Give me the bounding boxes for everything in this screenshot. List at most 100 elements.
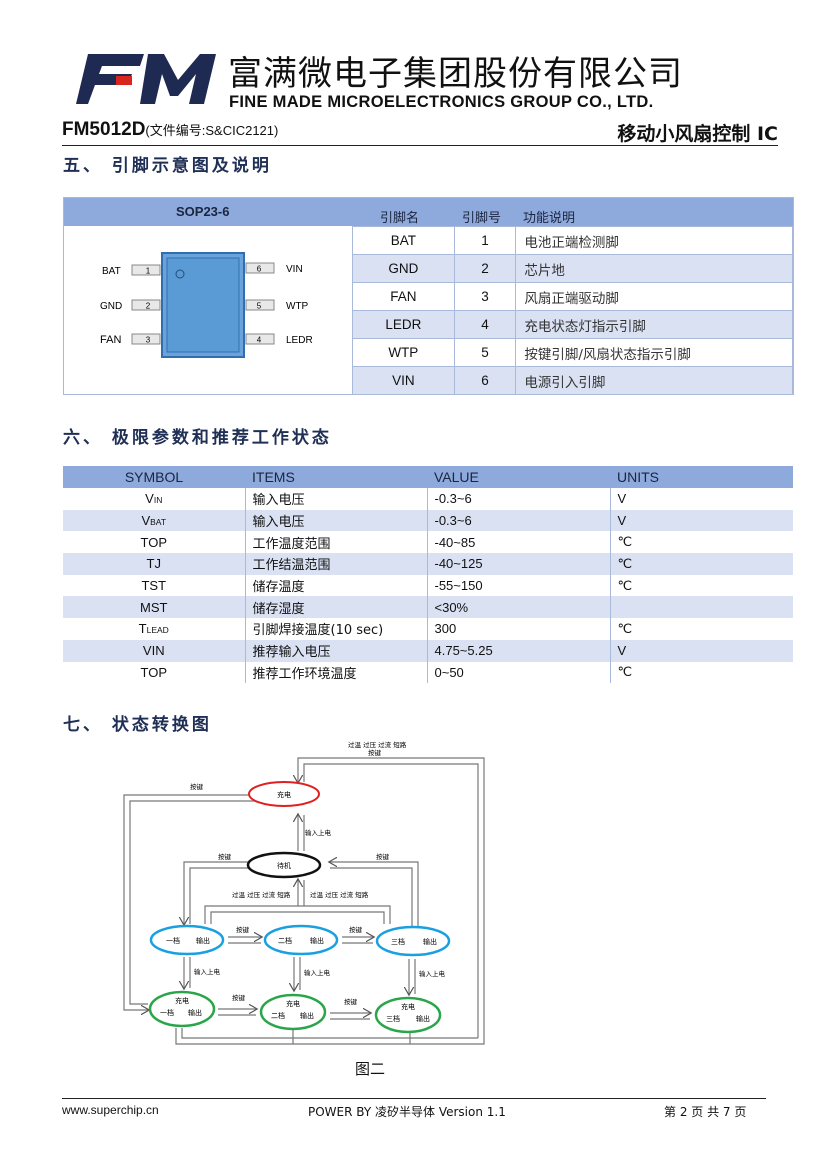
item-cell: 工作温度范围: [244, 531, 427, 554]
pin-number: 4: [453, 310, 517, 339]
col-head-units: UNITS: [610, 466, 793, 488]
gear1-input-label: 输入上电: [194, 967, 221, 976]
value-cell: 4.75~5.25: [426, 639, 610, 662]
gear3-label: 三档: [391, 937, 405, 946]
right-pin-6-label: VIN: [286, 264, 303, 275]
gear1-label: 一档: [166, 936, 180, 945]
symbol-cell: VIN: [63, 639, 245, 662]
document-number: (文件编号:S&CIC2121): [145, 123, 279, 138]
col-head-symbol: SYMBOL: [63, 466, 245, 488]
model-number: FM5012D: [62, 119, 146, 140]
item-cell: 工作结温范围: [244, 553, 427, 575]
item-cell: 引脚焊接温度(10 sec): [244, 618, 427, 640]
left-pin-3: 3 FAN: [100, 333, 161, 346]
unit-cell: V: [609, 509, 793, 532]
pin-number: 6: [453, 366, 517, 395]
logo-accent: [116, 76, 132, 85]
gear2-key-label: 按键: [349, 925, 363, 934]
table-row: VIN 输入电压 -0.3~6 V: [63, 488, 793, 510]
state-section-title: 七、 状态转换图: [63, 715, 212, 735]
symbol: VIN: [142, 643, 165, 659]
standby-key-label-right: 按键: [376, 852, 390, 861]
gear3-output-label: 输出: [423, 937, 437, 946]
charge-gear2-label: 二档: [271, 1011, 285, 1020]
footer-page-number: 第 2 页 共 7 页: [664, 1105, 747, 1119]
outer-protect-line: [298, 757, 485, 1038]
col-head-pin-number: 引脚号: [462, 211, 502, 226]
left-pin-2: 2 GND: [100, 299, 161, 312]
pin-number: 3: [453, 282, 517, 311]
pin-name: FAN: [352, 282, 455, 311]
logo-m-shape: [140, 54, 216, 104]
value-cell: -0.3~6: [426, 488, 610, 510]
pin-name: BAT: [352, 226, 455, 255]
limits-table: SYMBOL ITEMS VALUE UNITS VIN 输入电压 -0.3~6…: [63, 466, 793, 684]
company-logo: [76, 54, 216, 104]
charge-state-label: 充电: [277, 790, 291, 799]
mid-protect-bus: [204, 905, 391, 924]
charge-gear1-node: [148, 990, 216, 1028]
charge-gear3-output-label: 输出: [416, 1014, 430, 1023]
item-cell: 输入电压: [244, 509, 427, 532]
symbol: T: [138, 621, 147, 637]
pin-number: 1: [453, 226, 517, 255]
pin-table-header-bar: SOP23-6 引脚名 引脚号 功能说明: [64, 198, 793, 226]
item-cell: 推荐工作环境温度: [244, 661, 427, 684]
col-head-function: 功能说明: [523, 211, 576, 226]
pin-function: 按键引脚/风扇状态指示引脚: [515, 338, 793, 367]
document-model: FM5012D(文件编号:S&CIC2121): [62, 119, 278, 141]
logo-f-shape: [76, 54, 144, 104]
col-head-items: ITEMS: [245, 466, 427, 488]
unit-cell: [609, 596, 793, 619]
sop23-6-chip-diagram: 1 BAT 2 GND 3 FAN 6 VIN 5 WTP 4 LEDR: [100, 252, 313, 358]
symbol-cell: TJ: [63, 553, 245, 575]
document-title: 移动小风扇控制 IC: [617, 123, 778, 145]
symbol: V: [145, 491, 154, 507]
value-cell: -0.3~6: [426, 509, 610, 532]
symbol: TJ: [146, 556, 161, 572]
value-cell: <30%: [426, 596, 610, 619]
symbol-cell: TST: [63, 575, 245, 597]
charge-gear2-key-label: 按键: [344, 997, 358, 1006]
pin-description-box: SOP23-6 引脚名 引脚号 功能说明 1 BAT 2 GND 3 FAN 6: [63, 197, 794, 395]
charge-gear1-output-label: 输出: [188, 1008, 202, 1017]
standby-state-node: [246, 851, 322, 879]
value-cell: -40~85: [426, 531, 610, 554]
right-pin-6-num: 6: [257, 265, 262, 274]
symbol: TST: [141, 578, 167, 594]
chip-inner: [166, 257, 240, 353]
unit-cell: V: [609, 488, 793, 510]
symbol-cell: VIN: [63, 488, 245, 510]
left-key-line: [123, 794, 272, 1010]
left-pin-3-num: 3: [146, 336, 151, 345]
value-cell: -55~150: [426, 574, 610, 597]
charge-state-node: [248, 781, 320, 807]
table-row: VIN 推荐输入电压 4.75~5.25 V: [63, 639, 793, 662]
pin-function: 电池正端检测脚: [515, 226, 793, 255]
left-pin-1-label: BAT: [102, 266, 121, 277]
company-name-cn: 富满微电子集团股份有限公司: [228, 54, 683, 94]
gear1-output-label: 输出: [196, 936, 210, 945]
value-cell: 0~50: [426, 661, 610, 684]
left-pin-2-label: GND: [100, 301, 122, 312]
pin-name: LEDR: [352, 310, 455, 339]
symbol-cell: TLEAD: [63, 618, 245, 640]
symbol: TOP: [140, 664, 168, 680]
charge-gear3-charge-label: 充电: [401, 1002, 415, 1011]
unit-cell: ℃: [609, 574, 793, 597]
gear2-input-label: 输入上电: [304, 968, 331, 977]
item-cell: 储存湿度: [244, 596, 427, 619]
figure-caption: 图二: [355, 1060, 386, 1078]
col-head-pin-name: 引脚名: [380, 211, 420, 226]
charge-gear3-label: 三档: [386, 1014, 400, 1023]
symbol-cell: VBAT: [63, 509, 245, 532]
symbol-cell: TOP: [63, 531, 245, 553]
symbol: MST: [140, 599, 168, 615]
pin-section-title: 五、 引脚示意图及说明: [63, 156, 272, 176]
left-pin-3-label: FAN: [100, 334, 121, 346]
footer-website[interactable]: www.superchip.cn: [62, 1103, 159, 1117]
right-pin-5: 5 WTP: [245, 299, 309, 312]
